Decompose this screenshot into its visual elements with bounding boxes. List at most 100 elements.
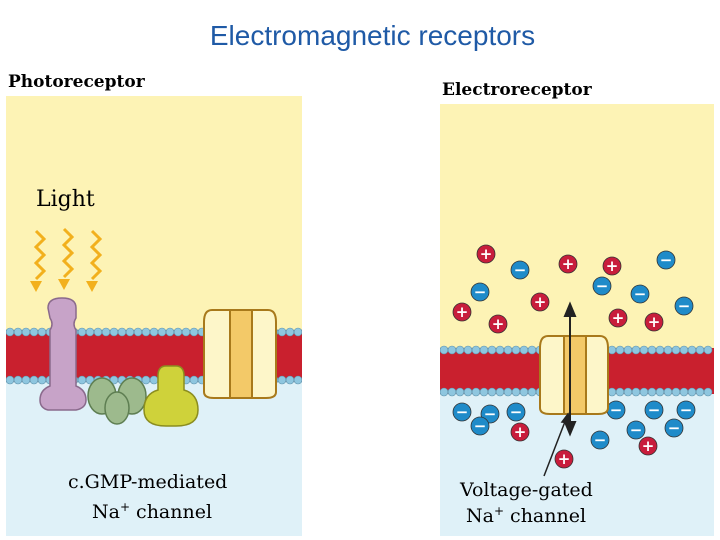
lipid-head: [655, 345, 665, 355]
lipid-head: [37, 375, 47, 385]
negative-ion: [592, 276, 612, 296]
lipid-head: [277, 327, 287, 337]
lipid-head: [447, 345, 457, 355]
negative-ion: [656, 250, 676, 270]
lipid-head: [463, 345, 473, 355]
caption-pointer-arrow: [543, 412, 573, 477]
lipid-head: [671, 345, 681, 355]
slide-title: Electromagnetic receptors: [209, 20, 536, 51]
lipid-head: [503, 387, 513, 397]
lipid-head: [141, 327, 151, 337]
extracellular-space: [440, 104, 714, 348]
lipid-head: [703, 345, 713, 355]
lipid-head: [13, 375, 23, 385]
lipid-head: [277, 375, 287, 385]
lipid-head: [703, 387, 713, 397]
lipid-head: [149, 327, 159, 337]
light-arrowhead-2: [58, 279, 70, 290]
plus-sign: +: [648, 313, 661, 331]
plus-sign: +: [558, 450, 571, 468]
lipid-head: [615, 345, 625, 355]
light-arrowhead-3: [86, 281, 98, 292]
electroreceptor-caption-na: Na: [466, 505, 494, 527]
lipid-head: [679, 345, 689, 355]
plus-sign: +: [612, 309, 625, 327]
lipid-head: [29, 327, 39, 337]
rhodopsin-receptor: [39, 297, 87, 411]
lipid-head: [173, 327, 183, 337]
positive-ion: [638, 436, 658, 456]
lipid-head: [511, 387, 521, 397]
lipid-head: [623, 345, 633, 355]
lipid-head: [623, 387, 633, 397]
positive-ion: [510, 422, 530, 442]
lipid-head: [13, 327, 23, 337]
light-label: Light: [36, 187, 95, 212]
lipid-head: [687, 345, 697, 355]
positive-ion: [488, 314, 508, 334]
lipid-head: [639, 387, 649, 397]
lipid-head: [440, 387, 449, 397]
negative-ion: [674, 296, 694, 316]
electroreceptor-caption-line2: Na+ channel: [466, 504, 586, 527]
lipid-head: [141, 375, 151, 385]
photoreceptor-caption-na: Na: [92, 501, 120, 523]
positive-ion: [554, 449, 574, 469]
negative-ion: [664, 418, 684, 438]
lipid-head: [165, 327, 175, 337]
effector-enzyme: [143, 365, 199, 427]
lipid-head: [647, 345, 657, 355]
lipid-head: [607, 345, 617, 355]
lipid-head: [471, 387, 481, 397]
plus-sign: +: [492, 315, 505, 333]
lipid-head: [695, 345, 705, 355]
light-arrow-1: [33, 229, 47, 281]
lipid-head: [93, 327, 103, 337]
negative-ion: [630, 284, 650, 304]
photoreceptor-caption-sup: +: [120, 500, 130, 514]
negative-ion: [590, 430, 610, 450]
negative-ion: [506, 402, 526, 422]
negative-ion: [470, 282, 490, 302]
negative-ion: [644, 400, 664, 420]
lipid-head: [663, 387, 673, 397]
lipid-head: [133, 327, 143, 337]
lipid-head: [189, 375, 199, 385]
lipid-head: [479, 345, 489, 355]
negative-ion: [452, 402, 472, 422]
lipid-head: [495, 345, 505, 355]
electroreceptor-caption-channel: channel: [504, 505, 586, 527]
lipid-head: [6, 327, 15, 337]
lipid-head: [109, 327, 119, 337]
positive-ion: [644, 312, 664, 332]
photoreceptor-caption-line1: c.GMP-mediated: [68, 471, 227, 493]
lipid-head: [29, 375, 39, 385]
electroreceptor-heading: Electroreceptor: [442, 80, 592, 100]
photoreceptor-heading: Photoreceptor: [8, 72, 145, 92]
lipid-head: [631, 387, 641, 397]
minus-sign: −: [668, 419, 681, 437]
lipid-head: [285, 375, 295, 385]
lipid-head: [655, 387, 665, 397]
lipid-head: [21, 327, 31, 337]
lipid-head: [487, 387, 497, 397]
minus-sign: −: [660, 251, 673, 269]
minus-sign: −: [630, 421, 643, 439]
plus-sign: +: [514, 423, 527, 441]
light-arrow-3: [89, 229, 103, 281]
light-arrows: [30, 227, 103, 292]
lipid-head: [671, 387, 681, 397]
lipid-head: [37, 327, 47, 337]
photoreceptor-diagram: Light c.GMP-mediated Na+ channel: [6, 96, 302, 536]
lipid-head: [463, 387, 473, 397]
electroreceptor-caption-line1: Voltage-gated: [459, 479, 593, 501]
positive-ion: [558, 254, 578, 274]
minus-sign: −: [610, 401, 623, 419]
lipid-head: [679, 387, 689, 397]
lipid-head: [663, 345, 673, 355]
lipid-head: [631, 345, 641, 355]
plus-sign: +: [456, 303, 469, 321]
minus-sign: −: [484, 405, 497, 423]
minus-sign: −: [514, 261, 527, 279]
lipid-head: [615, 387, 625, 397]
